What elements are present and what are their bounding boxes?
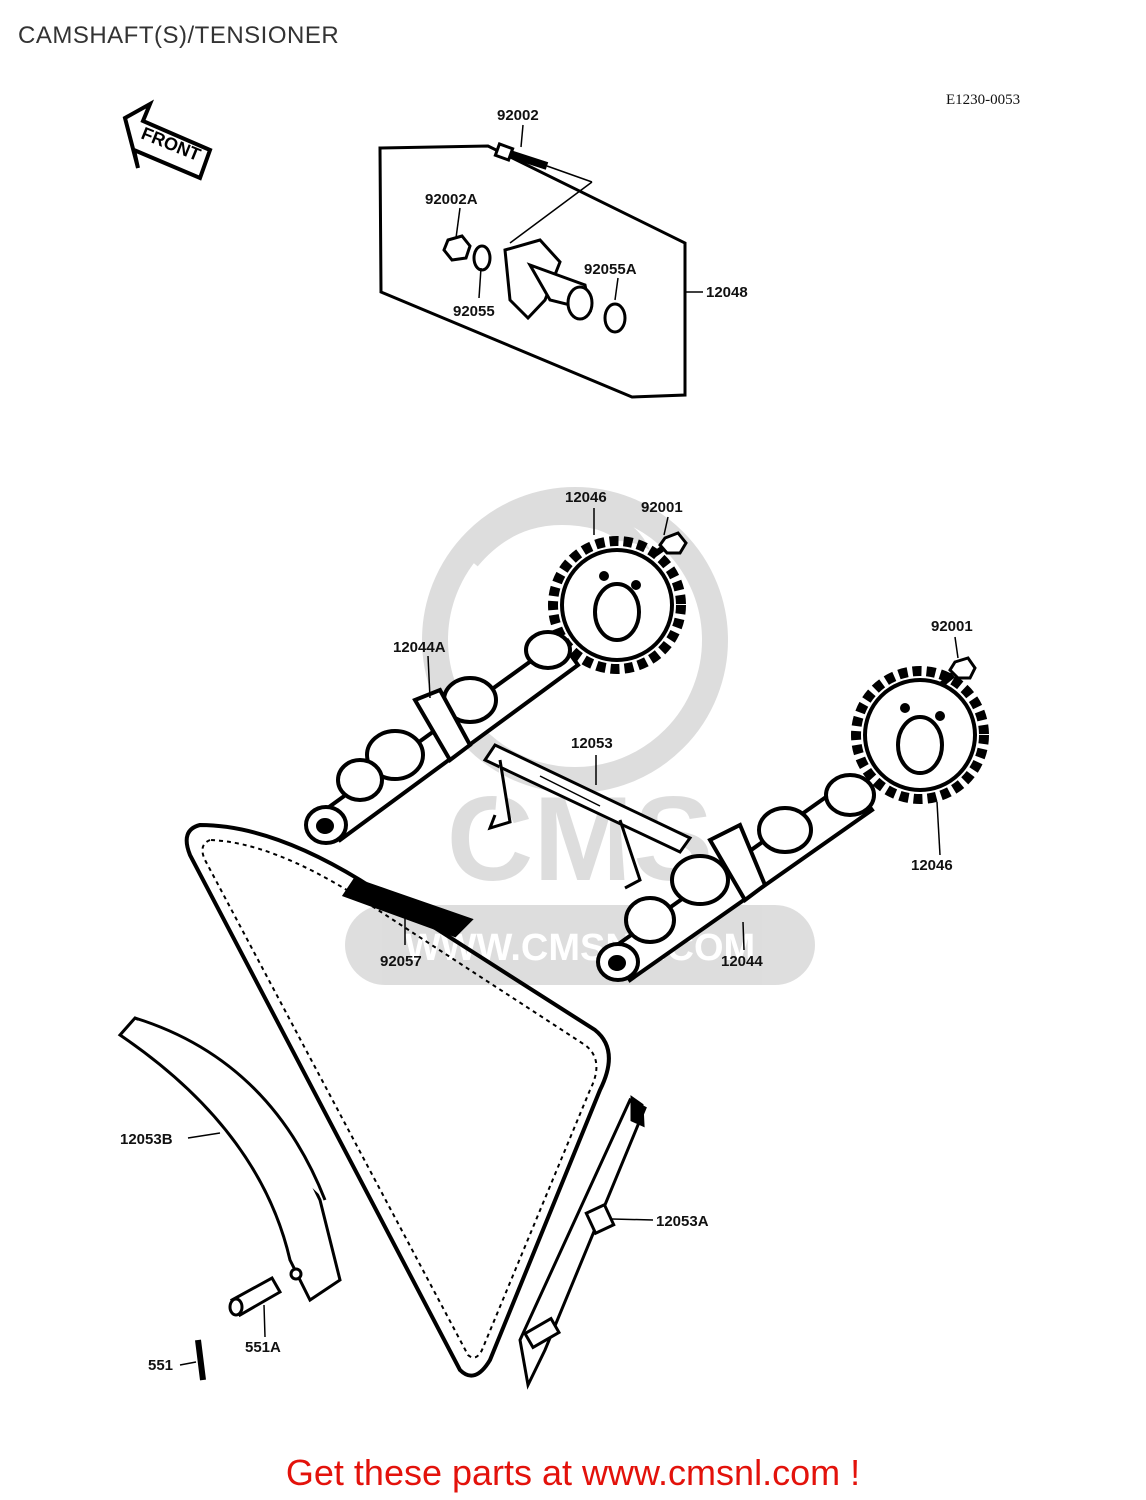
part-label-12053: 12053 [571, 735, 613, 752]
part-label-92002: 92002 [497, 107, 539, 124]
camshaft-12044 [596, 773, 876, 983]
chain-guide-12053 [482, 743, 693, 890]
part-label-12044A: 12044A [393, 639, 446, 656]
tensioner-assembly [378, 142, 687, 399]
part-label-12046-bottom: 12046 [911, 857, 953, 874]
page-title: CAMSHAFT(S)/TENSIONER [18, 22, 340, 49]
part-label-551A: 551A [245, 1339, 281, 1356]
sprocket-12046-top [548, 536, 686, 674]
part-label-12048: 12048 [706, 284, 748, 301]
part-label-12053A: 12053A [656, 1213, 709, 1230]
part-label-92001-top: 92001 [641, 499, 683, 516]
chain-guide-12053B [117, 1016, 342, 1303]
sprocket-bolts [650, 531, 977, 687]
chain-guide-12053A [518, 1095, 647, 1390]
sprocket-12046-right [851, 666, 989, 804]
pins [195, 1275, 283, 1381]
front-arrow-icon: FRONT [122, 99, 213, 181]
part-label-12046-top: 12046 [565, 489, 607, 506]
part-label-12044: 12044 [721, 953, 763, 970]
part-label-92057: 92057 [380, 953, 422, 970]
part-label-551: 551 [148, 1357, 173, 1374]
footer-link[interactable]: Get these parts at www.cmsnl.com ! [285, 1452, 861, 1493]
part-label-92055: 92055 [453, 303, 495, 320]
part-label-92001-right: 92001 [931, 618, 973, 635]
diagram-code: E1230-0053 [946, 92, 1021, 108]
part-labels: 92002 92002A 92055 92055A 12048 12046 92… [120, 107, 973, 1374]
cam-chain-92057 [184, 822, 611, 1378]
leader-lines [179, 124, 959, 1366]
part-label-12053B: 12053B [120, 1131, 173, 1148]
camshaft-12044A [304, 630, 581, 845]
part-label-92055A: 92055A [584, 261, 637, 278]
part-label-92002A: 92002A [425, 191, 478, 208]
